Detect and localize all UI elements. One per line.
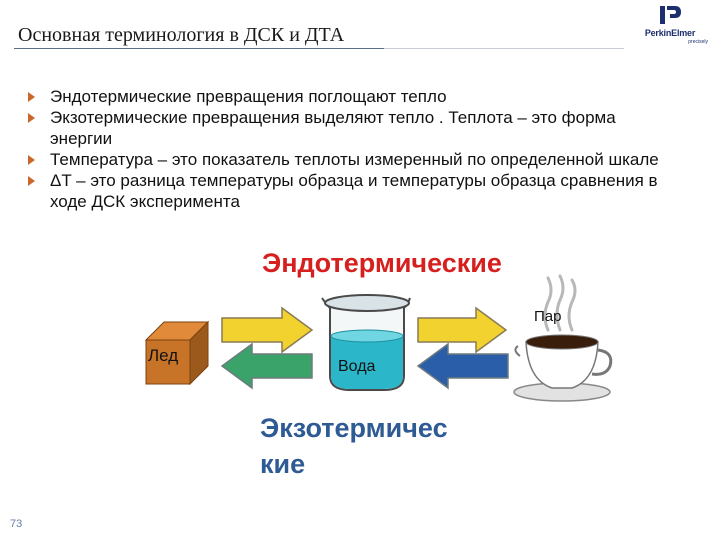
- beaker-icon: [321, 294, 411, 391]
- bullet-item: Экзотермические превращения выделяют теп…: [26, 107, 666, 149]
- exothermic-heading: Экзотермичес кие: [260, 413, 448, 479]
- slide-title: Основная терминология в ДСК и ДТА: [18, 24, 345, 46]
- bullet-list: Эндотермические превращения поглощают те…: [26, 86, 666, 212]
- bullet-text: Эндотермические превращения поглощают те…: [50, 87, 447, 106]
- title-underline-tail: [384, 48, 624, 49]
- bullet-item: Температура – это показатель теплоты изм…: [26, 149, 666, 170]
- ice-label: Лед: [148, 346, 179, 365]
- logo-name: PerkinElmer: [644, 28, 696, 38]
- bullet-text: ΔT – это разница температуры образца и т…: [50, 171, 658, 211]
- arrow-left-icon: [416, 342, 509, 390]
- title-underline: [14, 48, 384, 49]
- steam-label: Пар: [534, 308, 562, 325]
- arrow-left-icon: [220, 342, 313, 390]
- page-number: 73: [10, 518, 23, 530]
- bullet-item: Эндотермические превращения поглощают те…: [26, 86, 666, 107]
- bullet-text: Температура – это показатель теплоты изм…: [50, 150, 659, 169]
- logo-tagline: precisely: [688, 39, 708, 45]
- bullet-arrow-icon: [28, 92, 35, 102]
- perkinelmer-logo: PerkinElmer precisely: [628, 2, 712, 50]
- bullet-arrow-icon: [28, 176, 35, 186]
- bullet-item: ΔT – это разница температуры образца и т…: [26, 170, 666, 212]
- arrow-right-icon: [221, 306, 314, 354]
- coffee-cup-icon: [513, 334, 613, 402]
- bullet-arrow-icon: [28, 113, 35, 123]
- arrow-right-icon: [417, 306, 508, 354]
- bullet-text: Экзотермические превращения выделяют теп…: [50, 108, 616, 148]
- water-label: Вода: [338, 358, 376, 375]
- bullet-arrow-icon: [28, 155, 35, 165]
- logo-mark-icon: [660, 6, 681, 24]
- steam-icon: [543, 274, 577, 332]
- endothermic-heading: Эндотермические: [262, 248, 502, 278]
- ice-cube-icon: [144, 320, 210, 386]
